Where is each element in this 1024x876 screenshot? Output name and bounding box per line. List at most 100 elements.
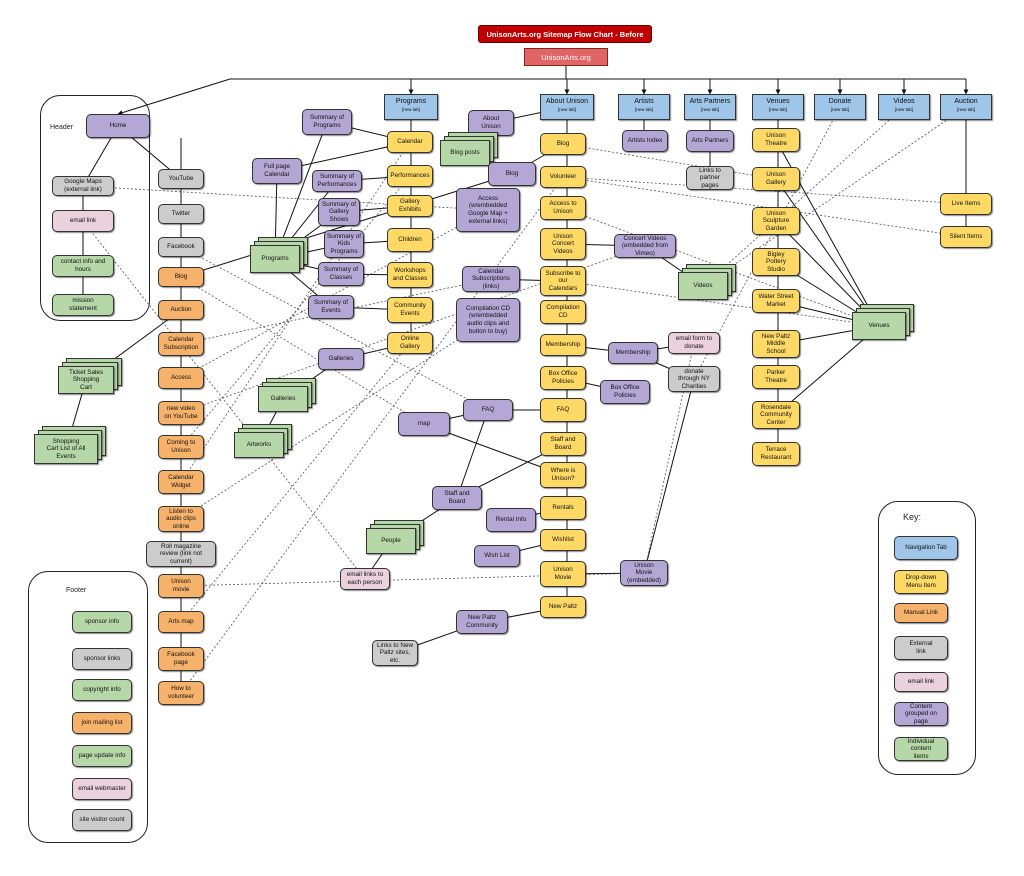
artists-index-label: Artists Index	[627, 137, 663, 145]
concert-videos-y-label: Unison Concert Videos	[551, 232, 575, 255]
mission-label: mission statement	[69, 297, 97, 312]
rosendale-node: Rosendale Community Center	[752, 401, 800, 429]
auction-tab-node: Auction[new tab]	[940, 94, 992, 120]
wish-list-node: Wish List	[474, 545, 520, 567]
email-each-person-node: email links to each person	[340, 568, 390, 590]
key-panel	[878, 501, 976, 775]
summary-performances-label: Summary of Performances	[317, 173, 357, 188]
rentals-node: Rentals	[540, 496, 586, 520]
calendar-widget-to-calendar-dotted	[180, 141, 411, 483]
sculpture-garden-node: Unison Sculpture Garden	[752, 207, 800, 235]
root-node: UnisonArts.org	[524, 48, 608, 66]
sculpture-garden-label: Unison Sculpture Garden	[762, 209, 790, 232]
summary-performances-node: Summary of Performances	[312, 170, 362, 192]
venues-stack-node: Venues	[852, 312, 906, 340]
calendar-widget-node: Calendar Widget	[158, 470, 204, 494]
access-embedded-label: Access (w/embedded Google Map + external…	[468, 194, 508, 225]
key-nav-label: Navigation Tab	[905, 544, 947, 552]
mission-node: mission statement	[52, 294, 114, 316]
email-link-label: email link	[69, 217, 97, 225]
performances-label: Performances	[390, 172, 430, 180]
home-label: Home	[109, 122, 127, 130]
new-video-node: new video on YouTube	[158, 401, 204, 425]
calendar-subscription-to-calendar-subscriptions-dotted	[180, 278, 492, 345]
unison-gallery-to-venues-stack-arrow	[775, 178, 880, 327]
workshops-label: Workshops and Classes	[392, 267, 428, 282]
key-nav-node: Navigation Tab	[894, 536, 958, 560]
workshops-node: Workshops and Classes	[387, 262, 433, 288]
map-node: map	[398, 412, 450, 436]
arts-partners-label: Arts Partners	[691, 137, 729, 145]
listen-audio-node: Listen to audio clips online	[158, 506, 204, 532]
programs-tab-node: Programs[new tab]	[384, 94, 438, 120]
unison-gallery-label: Unison Gallery	[766, 171, 786, 186]
box-office-p-label: Box Office Policies	[610, 384, 640, 399]
volunteer-node: Volunteer	[540, 166, 586, 188]
summary-programs-node: Summary of Programs	[302, 109, 352, 135]
gallery-exhibits-label: Gallery Exhibits	[398, 198, 422, 213]
summary-gallery-shows-node: Summary of Gallery Shows	[318, 198, 360, 226]
ticket-sales-node: Ticket Sales Shopping Cart	[58, 366, 114, 394]
key-individual-node: Individual content items	[894, 737, 948, 761]
blog-purple-node: Blog	[488, 162, 536, 186]
f-sponsor-links-label: sponsor links	[83, 655, 121, 663]
map-label: map	[417, 420, 431, 428]
about-unison-label: About Unison	[481, 115, 501, 130]
subscribe-calendars-node: Subscribe to our Calendars	[540, 266, 586, 296]
artworks-label: Artworks	[246, 441, 272, 449]
artists-tab-new-tab-note: [new tab]	[634, 107, 654, 113]
roll-magazine-node: Roll magazine review (link not current)	[146, 541, 216, 567]
chart-title: UnisonArts.org Sitemap Flow Chart - Befo…	[478, 25, 652, 43]
online-gallery-label: Online Gallery	[400, 335, 420, 350]
people-label: People	[381, 537, 401, 545]
box-office-y-node: Box Office Policies	[540, 366, 586, 390]
donate-ny-node: donate through NY Charities	[668, 366, 720, 392]
links-new-paltz-label: Links to New Paltz sites, etc.	[376, 641, 414, 664]
links-new-paltz-node: Links to New Paltz sites, etc.	[372, 640, 418, 666]
about-tab-node: About Unison[new tab]	[540, 94, 594, 120]
key-grouped-node: Content grouped on page	[894, 702, 948, 726]
a-blog-node: Blog	[540, 133, 586, 155]
videos-tab-label: Videos	[893, 98, 915, 105]
facebook-label: Facebook	[167, 243, 195, 251]
box-office-p-node: Box Office Policies	[600, 380, 650, 404]
rosendale-to-venues-stack-arrow	[775, 325, 880, 416]
header-panel	[40, 95, 150, 321]
parker-theatre-label: Parker Theatre	[765, 369, 787, 384]
about-tab-label: About Unison	[545, 98, 589, 105]
faq-p-to-staff-board-p-arrow	[456, 409, 489, 499]
terrace-restaurant-label: Terrace Restaurant	[760, 446, 792, 461]
f-join-mailing-node: join mailing list	[72, 712, 132, 734]
calendar-subscription-label: Calendar Subscription	[163, 336, 199, 351]
key-dropdown-node: Drop-down Menu Item	[894, 570, 948, 594]
videos-stack-node: Videos	[678, 272, 728, 300]
facebook-node: Facebook	[158, 237, 204, 257]
footer-label: Footer	[66, 587, 87, 594]
where-is-unison-node: Where is Unison?	[540, 462, 586, 488]
f-sponsor-links-node: sponsor links	[72, 648, 132, 670]
galleries-purple-node: Galleries	[318, 348, 364, 370]
faq-p-label: FAQ	[481, 406, 495, 414]
listen-audio-label: Listen to audio clips online	[166, 507, 196, 530]
facebook-page-label: Facebook page	[167, 651, 195, 666]
key-manual-label: Manual Link	[904, 609, 938, 617]
programs-tab-new-tab-note: [new tab]	[401, 107, 421, 113]
programs-stack-label: Programs	[261, 255, 289, 263]
videos-stack-label: Videos	[693, 282, 713, 290]
f-site-visitor-label: site visitor count	[79, 816, 125, 824]
calendar-subscriptions-label: Calendar Subscriptions (links)	[472, 267, 510, 290]
rosendale-label: Rosendale Community Center	[760, 403, 792, 426]
new-paltz-community-label: New Paltz Community	[466, 614, 498, 629]
venues-tab-label: Venues	[766, 98, 790, 105]
parker-theatre-node: Parker Theatre	[752, 365, 800, 389]
artists-index-node: Artists Index	[622, 130, 668, 152]
email-form-donate-node: email form to donate	[668, 332, 720, 354]
programs-stack-node: Programs	[250, 245, 300, 273]
donate-ny-label: donate through NY Charities	[678, 367, 710, 390]
f-sponsor-info-node: sponsor info	[72, 611, 132, 633]
bigley-pottery-label: Bigley Pottery Studio	[766, 250, 786, 273]
facebook-page-node: Facebook page	[158, 647, 204, 671]
f-page-update-label: page update info	[78, 752, 126, 760]
concert-videos-p-label: Concert Videos (embedded from Vimeo)	[621, 234, 669, 257]
calendar-subscriptions-node: Calendar Subscriptions (links)	[462, 266, 520, 292]
